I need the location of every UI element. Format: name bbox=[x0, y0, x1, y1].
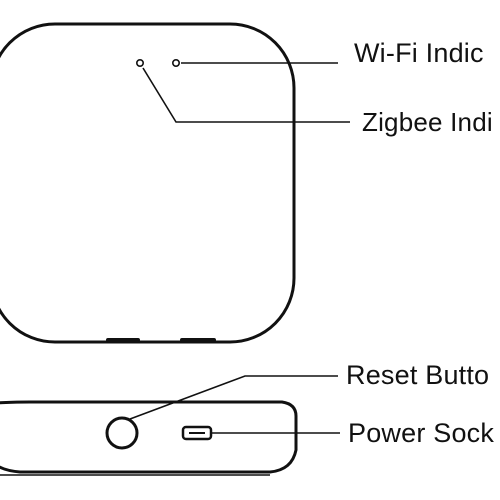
wifi-indicator-led bbox=[172, 58, 181, 67]
power-socket-label: Power Sock bbox=[348, 418, 495, 448]
zigbee-leader-line bbox=[142, 67, 350, 123]
hub-top-view-outline bbox=[0, 22, 296, 344]
hub-side-view-outline bbox=[0, 400, 298, 474]
wifi-indicator-label: Wi-Fi Indic bbox=[354, 38, 484, 68]
zigbee-indicator-led bbox=[136, 58, 145, 67]
zigbee-indicator-label: Zigbee Indi bbox=[362, 107, 493, 137]
power-socket bbox=[181, 425, 213, 441]
reset-leader-line bbox=[129, 375, 338, 420]
reset-button-label: Reset Butto bbox=[346, 360, 490, 390]
reset-button bbox=[105, 416, 139, 450]
